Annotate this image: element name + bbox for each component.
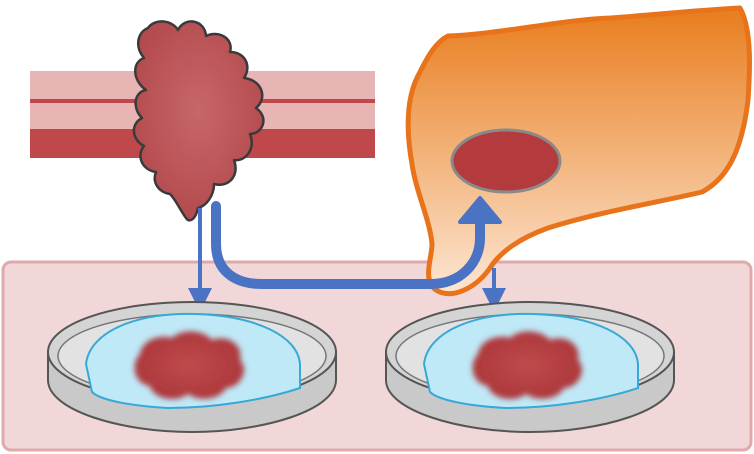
left-culture-tissue	[134, 331, 245, 400]
arrow-tumor-to-nucleus	[211, 201, 485, 289]
tumor-tissue	[132, 20, 265, 222]
right-culture-dish	[385, 301, 675, 434]
right-culture-tissue	[472, 331, 583, 400]
curved-arrow-head	[458, 196, 502, 224]
host-cell-nucleus	[450, 128, 562, 194]
left-culture-dish	[47, 301, 337, 434]
arrows	[188, 196, 506, 312]
